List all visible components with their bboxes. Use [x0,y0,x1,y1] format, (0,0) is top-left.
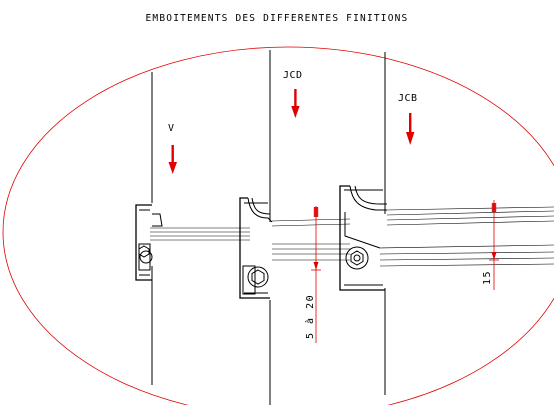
arrow-jcd-down-icon [291,89,300,118]
arrow-v-down-icon [168,145,177,174]
dimension-label-5-20: 5 à 20 [304,294,316,339]
bolt-jcd [242,265,269,295]
dimension-5-20 [311,206,321,343]
finish-label-v: V [168,123,175,134]
clip-jcb [339,185,387,291]
bolt-v [138,243,153,271]
drawing-title: EMBOITEMENTS DES DIFFERENTES FINITIONS [146,13,409,24]
finish-label-jcb: JCB [398,93,418,104]
finish-label-jcd: JCD [283,70,303,81]
panel-edges [151,50,386,405]
bolt-jcb [345,246,369,270]
arrow-jcb-down-icon [406,113,415,145]
dimension-15 [489,200,499,290]
clip-jcd [239,196,273,299]
rails [150,206,554,267]
dimension-label-15: 15 [482,270,493,285]
detail-boundary-ellipse [2,46,554,405]
clip-v [135,204,163,281]
